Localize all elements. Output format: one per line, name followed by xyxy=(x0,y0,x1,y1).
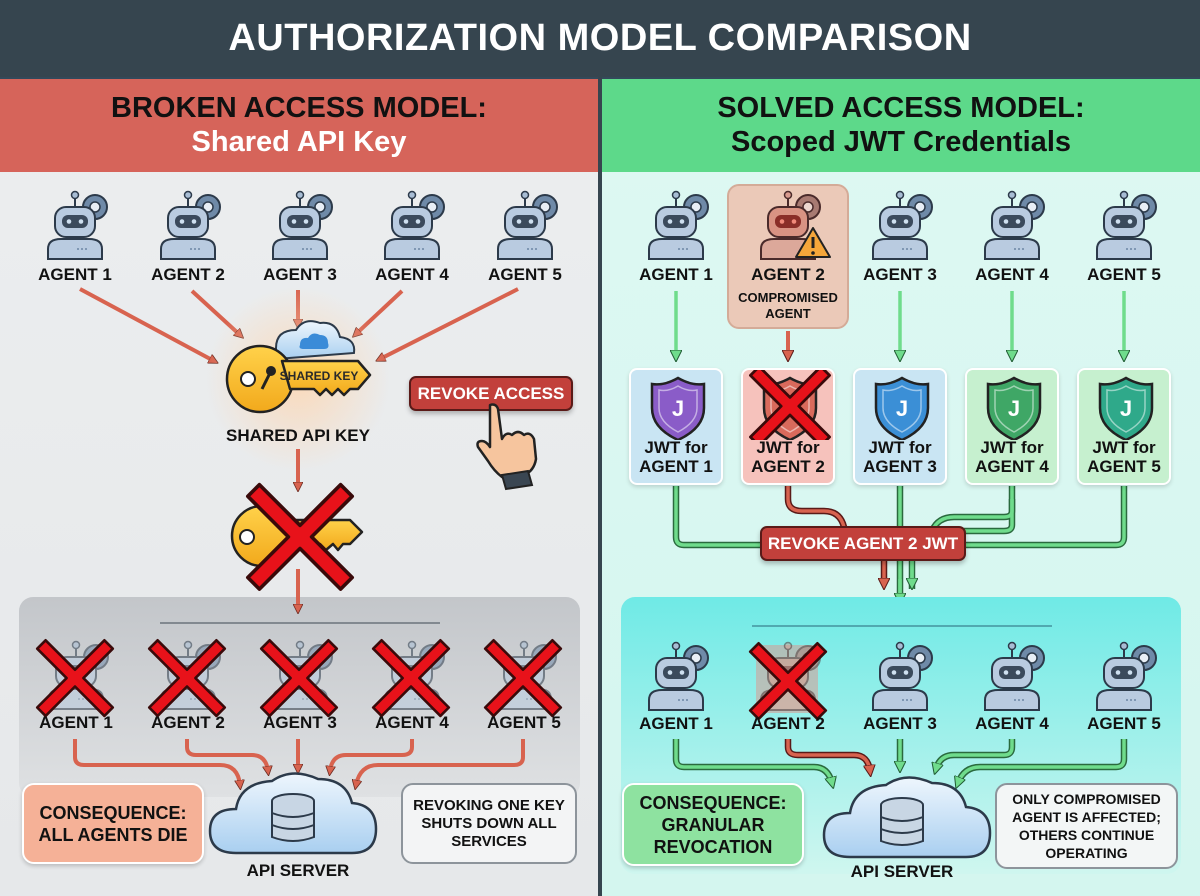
shield-icon xyxy=(749,370,831,440)
jwt-token-label-line2: AGENT 4 xyxy=(975,457,1049,476)
title-bar: AUTHORIZATION MODEL COMPARISON xyxy=(0,0,1200,77)
shield-icon xyxy=(1098,376,1154,440)
result-agent-icons xyxy=(648,641,1157,721)
jwt-token-label-line1: JWT for xyxy=(980,438,1044,457)
server-arrows xyxy=(674,739,1126,783)
robot-icon xyxy=(272,190,333,260)
consequence-box: CONSEQUENCE: GRANULAR REVOCATION xyxy=(622,783,804,866)
robot-icon xyxy=(648,190,709,260)
shield-icon xyxy=(650,376,706,440)
pointing-hand-icon xyxy=(476,403,538,491)
robot-icon xyxy=(1096,190,1157,260)
robot-icon xyxy=(872,190,933,260)
jwt-token-label-line2: AGENT 2 xyxy=(751,457,825,476)
warning-icon xyxy=(795,227,831,258)
agent-label: AGENT 1 xyxy=(38,265,112,284)
callout-box: ONLY COMPROMISED AGENT IS AFFECTED; OTHE… xyxy=(995,783,1178,869)
broken-model-panel: BROKEN ACCESS MODEL: Shared API Key xyxy=(0,79,598,896)
robot-icon xyxy=(984,190,1045,260)
server-arrows xyxy=(73,739,525,785)
agent-label: AGENT 4 xyxy=(975,265,1049,284)
dead-agent-label: AGENT 3 xyxy=(263,713,337,732)
shared-key-icon: SHARED KEY xyxy=(225,320,372,414)
agent-label: AGENT 5 xyxy=(488,265,562,284)
broken-heading-line2: Shared API Key xyxy=(191,125,407,158)
robot-icon xyxy=(160,190,221,260)
shield-icon xyxy=(986,376,1042,440)
agent-label: AGENT 2 xyxy=(151,265,225,284)
solved-diagram: J xyxy=(621,190,1181,874)
result-agent-label: AGENT 5 xyxy=(1087,714,1161,733)
solved-model-header: SOLVED ACCESS MODEL: Scoped JWT Credenti… xyxy=(602,79,1200,172)
result-agent-label: AGENT 2 xyxy=(751,714,825,733)
dead-agent-label: AGENT 1 xyxy=(39,713,113,732)
panel-divider xyxy=(598,77,602,896)
result-agent-label: AGENT 1 xyxy=(639,714,713,733)
page-title: AUTHORIZATION MODEL COMPARISON xyxy=(228,17,972,59)
jwt-token-label-line1: JWT for xyxy=(1092,438,1156,457)
jwt-token-label-line2: AGENT 5 xyxy=(1087,457,1161,476)
agent-label: AGENT 4 xyxy=(375,265,449,284)
broken-model-header: BROKEN ACCESS MODEL: Shared API Key xyxy=(0,79,598,172)
jwt-token-label-line1: JWT for xyxy=(644,438,708,457)
broken-diagram: SHARED KEY xyxy=(19,190,580,855)
solved-model-panel: SOLVED ACCESS MODEL: Scoped JWT Credenti… xyxy=(602,79,1200,896)
robot-icon xyxy=(497,190,558,260)
dead-agent-label: AGENT 2 xyxy=(151,713,225,732)
shared-key-label: SHARED API KEY xyxy=(226,426,370,445)
jwt-token-label-line1: JWT for xyxy=(756,438,820,457)
revoke-agent2-jwt-button[interactable]: REVOKE AGENT 2 JWT xyxy=(760,526,966,561)
agent-label: AGENT 2 xyxy=(751,265,825,284)
callout-box: REVOKING ONE KEY SHUTS DOWN ALL SERVICES xyxy=(401,783,577,864)
result-agent-label: AGENT 3 xyxy=(863,714,937,733)
agent-label: AGENT 3 xyxy=(863,265,937,284)
dead-agent-label: AGENT 5 xyxy=(487,713,561,732)
solved-heading-line2: Scoped JWT Credentials xyxy=(730,125,1071,158)
agent-label: AGENT 5 xyxy=(1087,265,1161,284)
jwt-token-label-line2: AGENT 1 xyxy=(639,457,713,476)
result-agent-label: AGENT 4 xyxy=(975,714,1049,733)
agent-label: AGENT 1 xyxy=(639,265,713,284)
robot-icon xyxy=(47,190,108,260)
dead-agent-label: AGENT 4 xyxy=(375,713,449,732)
compromised-note: COMPROMISED AGENT xyxy=(738,290,838,321)
api-server-label: API SERVER xyxy=(246,861,350,880)
agent-label: AGENT 3 xyxy=(263,265,337,284)
jwt-token-label-line1: JWT for xyxy=(868,438,932,457)
robot-icon xyxy=(384,190,445,260)
api-server-label: API SERVER xyxy=(850,862,954,881)
token-arrows xyxy=(676,291,1124,356)
broken-heading-line1: BROKEN ACCESS MODEL: xyxy=(111,92,487,125)
solved-agent-icons xyxy=(648,190,1157,260)
shield-icon xyxy=(874,376,930,440)
solved-heading-line1: SOLVED ACCESS MODEL: xyxy=(717,92,1085,125)
jwt-token-label-line2: AGENT 3 xyxy=(863,457,937,476)
consequence-box: CONSEQUENCE: ALL AGENTS DIE xyxy=(22,783,204,864)
broken-agent-icons xyxy=(47,190,558,260)
key-badge-text: SHARED KEY xyxy=(280,369,359,383)
api-server-icon xyxy=(822,776,992,859)
api-server-icon xyxy=(208,772,378,855)
